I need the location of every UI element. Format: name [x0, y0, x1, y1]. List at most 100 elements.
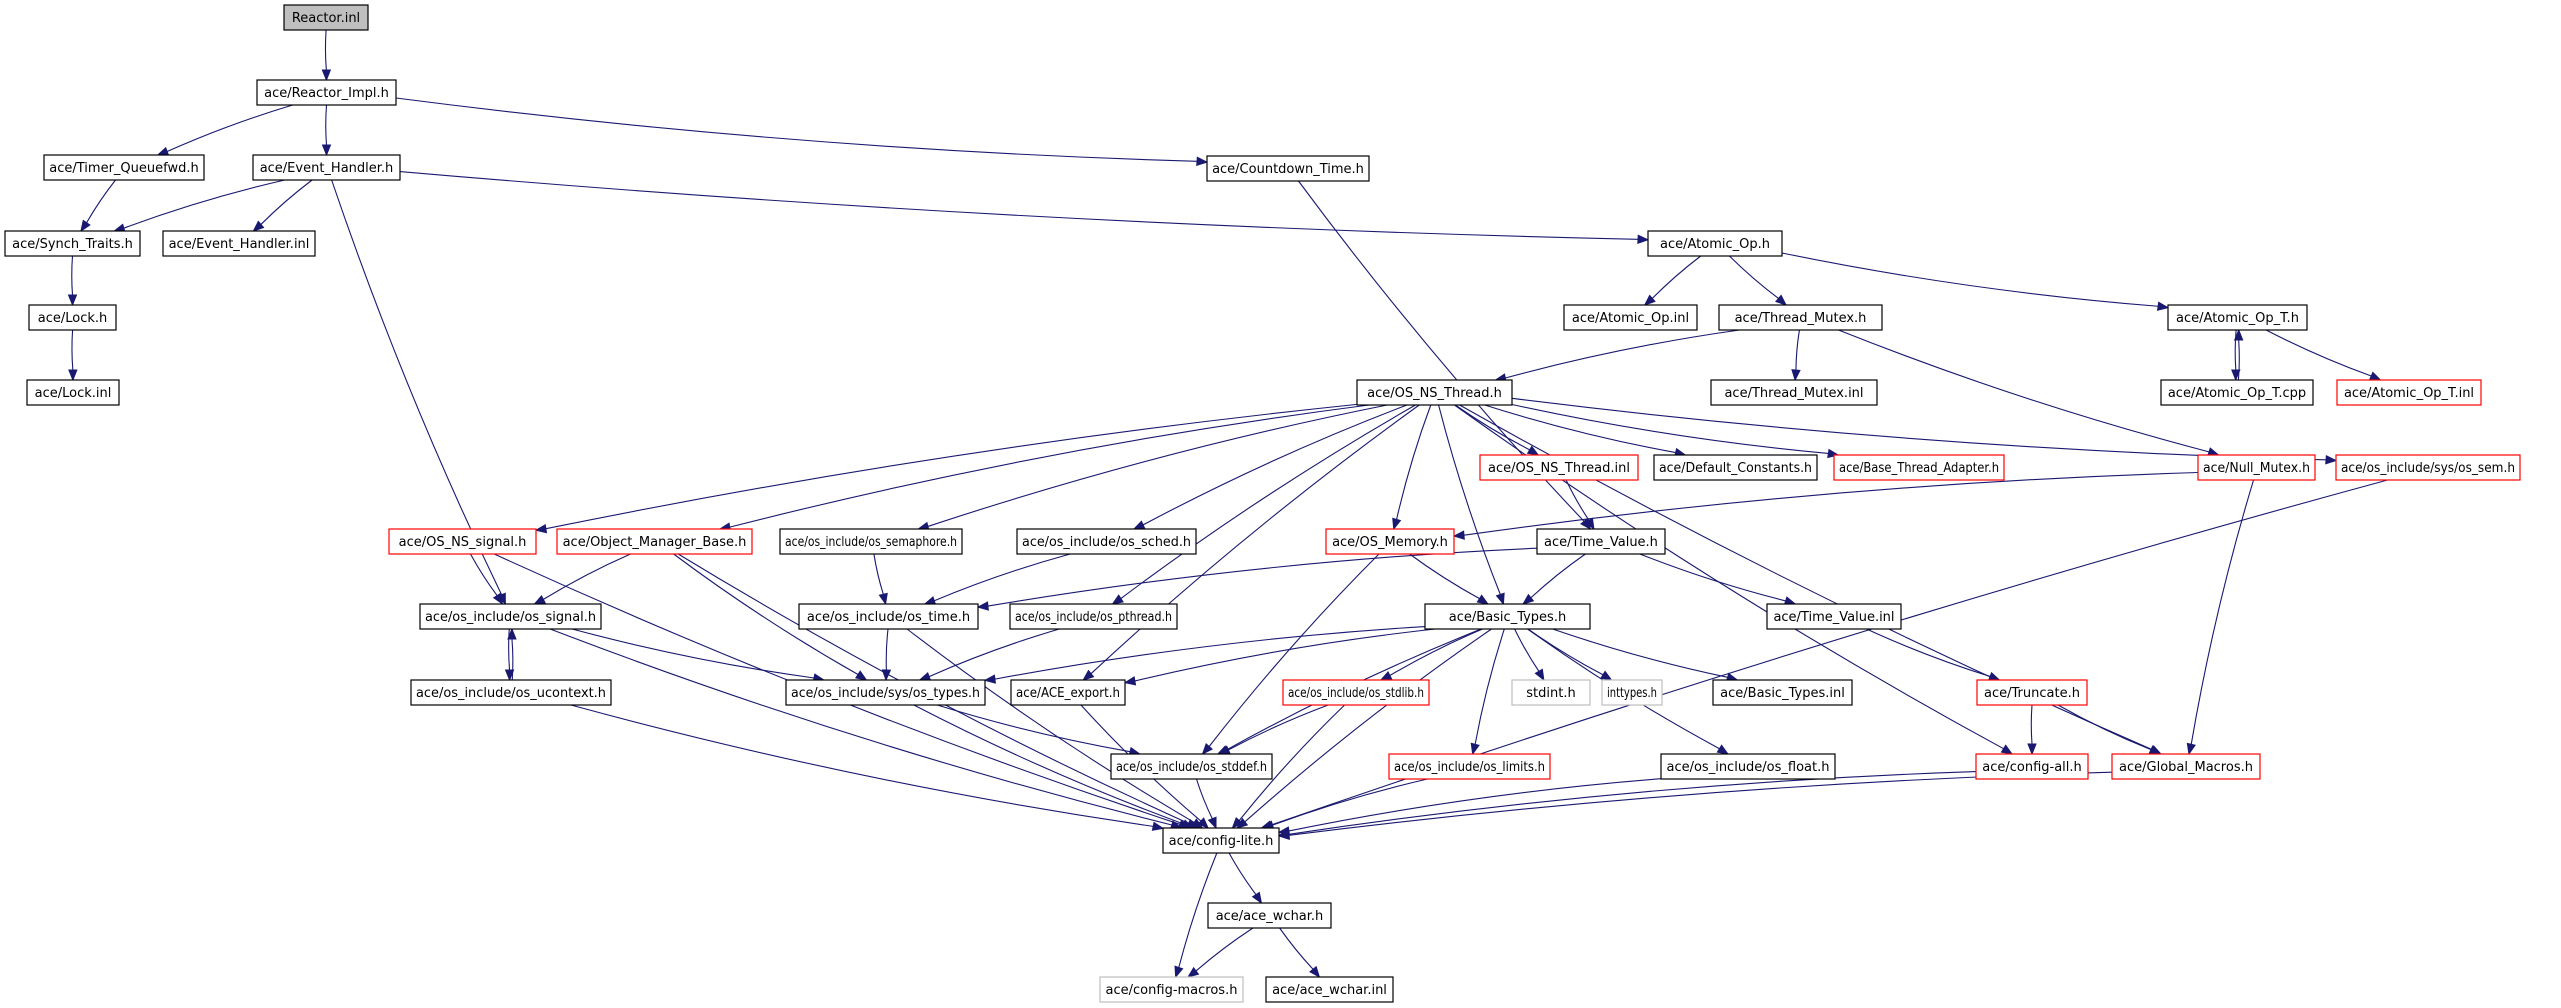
edge-line — [1288, 771, 1977, 835]
node-basic-types-inl[interactable]: ace/Basic_Types.inl — [1712, 679, 1853, 706]
node-label: ace/Thread_Mutex.inl — [1724, 386, 1863, 401]
node-os-sem[interactable]: ace/os_include/sys/os_sem.h — [2335, 454, 2521, 481]
edge-line — [1134, 628, 1436, 682]
node-inttypes[interactable]: inttypes.h — [1601, 679, 1663, 706]
arrowhead-icon — [2000, 744, 2014, 755]
edge-line — [1505, 329, 1740, 379]
node-object-manager-base[interactable]: ace/Object_Manager_Base.h — [556, 528, 753, 555]
node-atomic-op-inl[interactable]: ace/Atomic_Op.inl — [1563, 304, 1698, 331]
node-reactor-impl[interactable]: ace/Reactor_Impl.h — [256, 79, 397, 106]
edge-line — [885, 628, 889, 671]
edge-os-time-to-os-types — [881, 628, 892, 682]
node-os-semaphore[interactable]: ace/os_include/os_semaphore.h — [779, 528, 963, 555]
node-os-types[interactable]: ace/os_include/sys/os_types.h — [785, 679, 986, 706]
node-synch-traits[interactable]: ace/Synch_Traits.h — [4, 230, 141, 257]
node-null-mutex[interactable]: ace/Null_Mutex.h — [2197, 454, 2316, 481]
node-label: ace/Lock.h — [38, 311, 108, 326]
node-box — [1976, 679, 2088, 706]
node-box — [26, 379, 120, 406]
node-atomic-op-t-inl[interactable]: ace/Atomic_Op_T.inl — [2336, 379, 2482, 406]
node-config-all[interactable]: ace/config-all.h — [1975, 753, 2089, 780]
edge-config-lite-to-config-macros — [1174, 852, 1218, 979]
node-lock-h[interactable]: ace/Lock.h — [28, 304, 117, 331]
node-ace-wchar-inl[interactable]: ace/ace_wchar.inl — [1265, 976, 1394, 1003]
node-thread-mutex[interactable]: ace/Thread_Mutex.h — [1718, 304, 1883, 331]
node-event-handler-inl[interactable]: ace/Event_Handler.inl — [162, 230, 316, 257]
arrowhead-icon — [1196, 156, 1209, 166]
edges-layer — [67, 29, 2388, 979]
node-stdint[interactable]: stdint.h — [1511, 679, 1591, 706]
edge-os-ns-signal-to-os-signal — [470, 553, 504, 606]
node-reactor-inl[interactable]: Reactor.inl — [283, 4, 369, 31]
node-box — [1647, 230, 1783, 257]
node-label: ace/OS_Memory.h — [1332, 535, 1448, 550]
node-box — [1009, 603, 1178, 630]
node-box — [1710, 379, 1878, 406]
node-global-macros[interactable]: ace/Global_Macros.h — [2111, 753, 2261, 780]
node-atomic-op-t-cpp[interactable]: ace/Atomic_Op_T.cpp — [2160, 379, 2314, 406]
node-config-lite[interactable]: ace/config-lite.h — [1162, 827, 1280, 854]
edge-line — [2237, 339, 2240, 381]
arrowhead-icon — [1452, 530, 1465, 540]
node-os-sched[interactable]: ace/os_include/os_sched.h — [1016, 528, 1197, 555]
node-os-ns-thread-inl[interactable]: ace/OS_NS_Thread.inl — [1479, 454, 1639, 481]
node-countdown-time[interactable]: ace/Countdown_Time.h — [1206, 155, 1370, 182]
node-time-value-inl[interactable]: ace/Time_Value.inl — [1766, 603, 1902, 630]
node-label: ace/OS_NS_signal.h — [399, 535, 527, 550]
edge-time-value-to-time-value-inl — [1639, 553, 1797, 606]
node-box — [2336, 379, 2482, 406]
node-os-float[interactable]: ace/os_include/os_float.h — [1660, 753, 1836, 780]
edge-line — [873, 553, 884, 595]
node-os-memory[interactable]: ace/OS_Memory.h — [1325, 528, 1455, 555]
node-os-stdlib[interactable]: ace/os_include/os_stdlib.h — [1282, 679, 1430, 706]
node-time-value[interactable]: ace/Time_Value.h — [1536, 528, 1666, 555]
edge-os-ns-thread-to-os-sched — [1132, 404, 1408, 530]
edge-line — [324, 29, 327, 71]
node-label: ace/Atomic_Op_T.inl — [2344, 386, 2474, 401]
node-box — [2335, 454, 2521, 481]
edge-os-ns-thread-to-os-memory — [1392, 404, 1432, 531]
node-box — [1282, 679, 1430, 706]
node-event-handler[interactable]: ace/Event_Handler.h — [252, 154, 401, 181]
node-lock-inl[interactable]: ace/Lock.inl — [26, 379, 120, 406]
edge-line — [1454, 404, 1530, 451]
edge-null-mutex-to-global-macros — [2186, 479, 2255, 756]
edge-line — [1195, 778, 1213, 819]
node-os-stddef[interactable]: ace/os_include/os_stddef.h — [1110, 753, 1273, 780]
node-os-ns-thread[interactable]: ace/OS_NS_Thread.h — [1356, 379, 1513, 406]
node-os-time[interactable]: ace/os_include/os_time.h — [798, 603, 979, 630]
arrowhead-icon — [1151, 821, 1165, 831]
edge-line — [86, 179, 116, 223]
node-truncate[interactable]: ace/Truncate.h — [1976, 679, 2088, 706]
node-timer-queuefwd[interactable]: ace/Timer_Queuefwd.h — [43, 154, 205, 181]
edge-event-handler-to-synch-traits — [112, 179, 285, 233]
node-box — [1563, 304, 1698, 331]
edge-os-signal-to-os-types — [572, 628, 826, 683]
node-os-limits[interactable]: ace/os_include/os_limits.h — [1388, 753, 1551, 780]
node-os-signal[interactable]: ace/os_include/os_signal.h — [419, 603, 602, 630]
node-base-thread-adapter[interactable]: ace/Base_Thread_Adapter.h — [1833, 454, 2005, 481]
node-config-macros[interactable]: ace/config-macros.h — [1099, 976, 1244, 1003]
node-os-ucontext[interactable]: ace/os_include/os_ucontext.h — [410, 679, 612, 706]
node-os-ns-signal[interactable]: ace/OS_NS_signal.h — [388, 528, 537, 555]
node-os-pthread[interactable]: ace/os_include/os_pthread.h — [1009, 603, 1178, 630]
edge-line — [1565, 479, 1590, 521]
node-default-constants[interactable]: ace/Default_Constants.h — [1653, 454, 1818, 481]
node-box — [1356, 379, 1513, 406]
edge-line — [511, 638, 514, 681]
edge-atomic-op-t-to-atomic-op-t-cpp — [2231, 329, 2241, 382]
node-label: ace/Time_Value.h — [1544, 535, 1658, 550]
edge-basic-types-to-stdint — [1514, 628, 1545, 682]
edge-null-mutex-to-os-memory — [1452, 471, 2199, 540]
node-ace-wchar[interactable]: ace/ace_wchar.h — [1207, 902, 1332, 929]
node-atomic-op[interactable]: ace/Atomic_Op.h — [1647, 230, 1783, 257]
node-box — [410, 679, 612, 706]
node-atomic-op-t[interactable]: ace/Atomic_Op_T.h — [2167, 304, 2308, 331]
edge-line — [913, 704, 1184, 825]
edge-os-ns-thread-to-os-ns-thread-inl — [1454, 404, 1540, 456]
arrowhead-icon — [156, 146, 170, 156]
node-thread-mutex-inl[interactable]: ace/Thread_Mutex.inl — [1710, 379, 1878, 406]
edge-line — [508, 628, 511, 671]
node-ace-export[interactable]: ace/ACE_export.h — [1010, 679, 1126, 706]
node-basic-types[interactable]: ace/Basic_Types.h — [1424, 603, 1591, 630]
